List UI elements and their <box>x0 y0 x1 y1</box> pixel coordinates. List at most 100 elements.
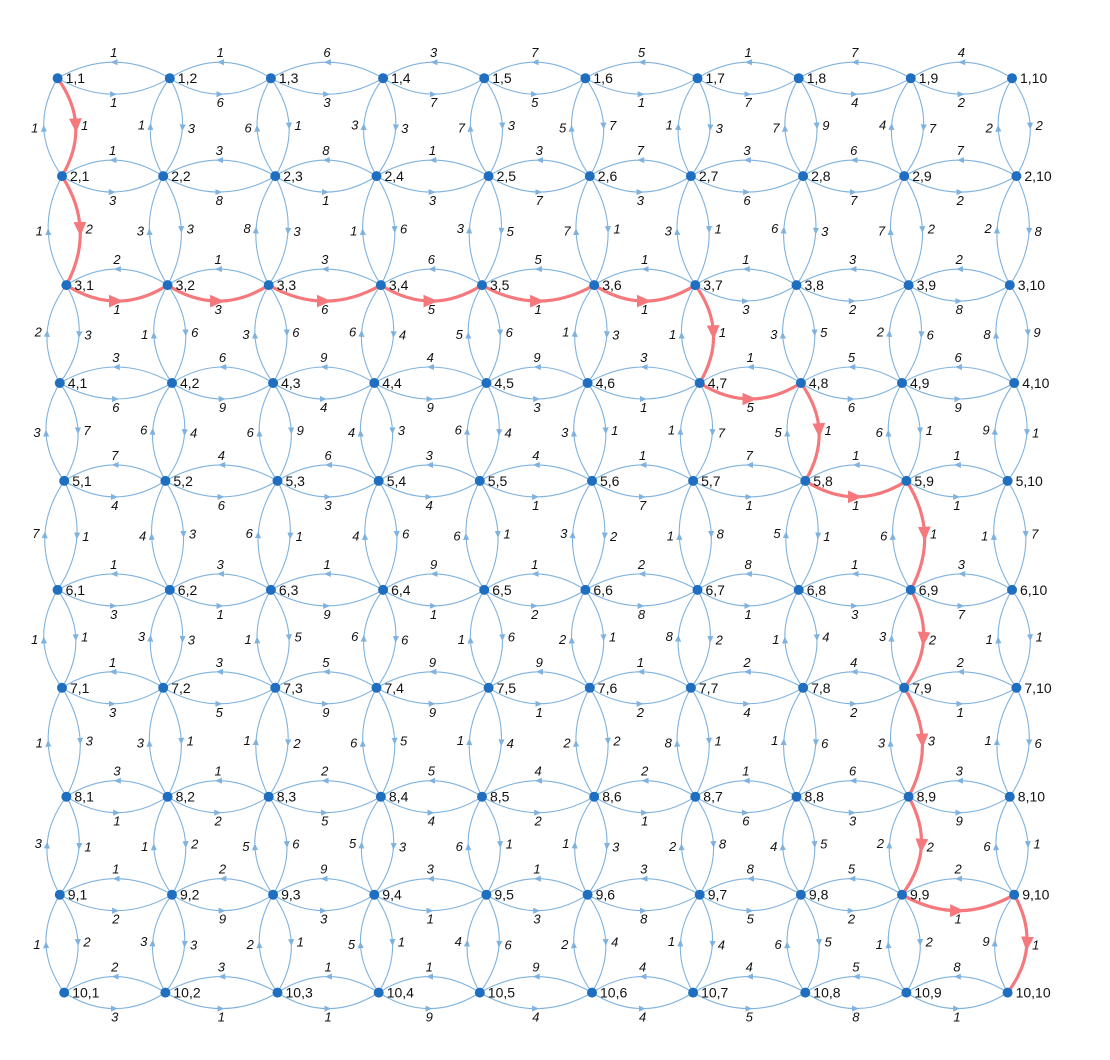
edge-h-lower-6-3-tail <box>326 589 384 607</box>
node-7-3 <box>270 682 281 693</box>
edge-h-lower-2-3-weight: 1 <box>322 193 329 208</box>
edge-h-lower-1-6 <box>585 77 645 98</box>
edge-v-right-2-10-tail <box>996 175 1017 230</box>
node-label-8-10: 8,10 <box>1018 789 1045 805</box>
edge-h-lower-3-7-weight: 3 <box>742 302 750 317</box>
edge-v-left-4-8-weight: 1 <box>824 423 831 438</box>
node-label-7-9: 7,9 <box>912 680 932 696</box>
edge-h-upper-7-8-weight: 4 <box>850 655 857 670</box>
edge-h-upper-8-3-weight: 2 <box>320 764 329 779</box>
edge-v-left-5-5 <box>479 480 501 538</box>
edge-v-right-5-8-tail <box>785 480 806 535</box>
edge-h-upper-9-2 <box>219 875 274 896</box>
edge-v-left-7-5-tail <box>481 743 502 798</box>
edge-v-left-6-4-weight: 6 <box>401 633 409 648</box>
edge-h-upper-3-7 <box>742 266 797 286</box>
edge-v-left-1-5-weight: 3 <box>508 118 516 133</box>
edge-v-left-4-5-weight: 4 <box>504 426 511 441</box>
edge-v-left-2-7 <box>690 175 713 234</box>
edge-v-left-5-2-weight: 3 <box>189 526 197 541</box>
node-label-6-3: 6,3 <box>279 582 299 598</box>
edge-v-left-5-6-weight: 2 <box>609 529 618 544</box>
edge-h-upper-3-4-weight: 6 <box>428 252 436 267</box>
edge-h-lower-4-9-weight: 9 <box>954 400 961 415</box>
node-label-6-4: 6,4 <box>391 582 411 598</box>
edge-v-right-4-10-weight: 9 <box>982 422 989 437</box>
edge-v-right-1-7-weight: 1 <box>666 118 673 133</box>
edge-v-right-2-6-weight: 7 <box>563 224 571 239</box>
edge-v-left-8-4-weight: 3 <box>399 839 407 854</box>
edge-h-lower-9-9-weight: 1 <box>954 912 961 927</box>
edge-h-lower-4-3-tail <box>323 382 375 400</box>
node-label-3-6: 3,6 <box>602 277 622 293</box>
edge-h-lower-7-8-weight: 2 <box>849 705 858 720</box>
edge-h-upper-4-4-tail <box>374 366 431 384</box>
edge-h-lower-8-5-weight: 2 <box>533 814 542 829</box>
edge-h-lower-9-1 <box>59 894 119 914</box>
edge-v-right-2-5-tail <box>468 175 490 230</box>
node-label-8-3: 8,3 <box>277 789 297 805</box>
edge-v-left-1-3-weight: 1 <box>294 118 301 133</box>
edge-v-right-7-5-weight: 1 <box>457 733 464 748</box>
node-4-7 <box>694 378 705 388</box>
edge-h-lower-6-2-tail <box>220 589 272 607</box>
edge-v-left-3-5-weight: 6 <box>506 325 514 340</box>
edge-v-left-9-8-weight: 5 <box>824 935 832 950</box>
edge-v-right-7-6-weight: 2 <box>562 735 571 750</box>
edge-h-upper-3-5 <box>535 266 595 286</box>
edge-v-right-9-2 <box>149 939 166 993</box>
edge-h-upper-2-9 <box>957 157 1017 177</box>
edge-v-right-2-5-weight: 3 <box>457 221 465 236</box>
edge-h-lower-4-7-weight: 5 <box>747 400 755 415</box>
edge-h-upper-4-7-weight: 1 <box>747 350 754 365</box>
edge-v-right-8-5-weight: 6 <box>456 839 464 854</box>
edge-h-lower-1-2-weight: 6 <box>217 95 225 110</box>
node-3-8 <box>791 280 802 291</box>
edge-h-lower-9-7-weight: 5 <box>747 912 755 927</box>
edge-v-right-2-9 <box>887 228 910 286</box>
edge-v-right-9-1-tail <box>45 894 61 945</box>
edge-h-upper-2-5-weight: 3 <box>536 143 544 158</box>
edge-v-right-6-2-tail <box>149 589 171 638</box>
edge-h-upper-2-2 <box>216 157 276 177</box>
edge-v-left-7-4 <box>376 687 398 745</box>
edge-v-right-4-9-weight: 6 <box>876 425 884 440</box>
edge-v-right-5-7-weight: 1 <box>667 528 674 543</box>
edge-h-upper-2-5 <box>536 157 591 177</box>
edge-v-right-8-8 <box>779 843 802 896</box>
edge-h-upper-7-4-tail <box>376 671 433 689</box>
node-9-4 <box>369 889 380 900</box>
node-8-3 <box>263 791 274 802</box>
edge-v-right-5-8-weight: 5 <box>773 526 781 541</box>
path-segment-3-tail <box>116 283 169 303</box>
node-4-6 <box>582 378 593 388</box>
edge-h-lower-5-2-weight: 6 <box>218 498 226 513</box>
edge-h-lower-4-8-weight: 6 <box>848 400 856 415</box>
edge-h-lower-4-6-tail <box>643 382 700 400</box>
edge-v-right-7-4-weight: 6 <box>350 735 358 750</box>
edge-v-right-7-1-weight: 1 <box>36 735 43 750</box>
edge-h-lower-9-3-weight: 3 <box>320 912 328 927</box>
edge-h-lower-2-9 <box>903 175 964 196</box>
edge-v-right-2-3-weight: 8 <box>243 221 251 236</box>
edge-v-right-2-7-tail <box>676 175 692 232</box>
edge-v-right-8-4-tail <box>361 796 382 845</box>
edge-h-upper-10-5 <box>532 973 593 994</box>
edge-h-upper-1-7 <box>745 59 799 79</box>
edge-h-lower-2-4 <box>376 175 436 196</box>
edge-v-left-1-2-weight: 3 <box>188 121 196 136</box>
edge-v-right-7-7-weight: 8 <box>665 735 673 750</box>
edge-h-upper-8-7-weight: 1 <box>742 764 749 779</box>
node-label-7-5: 7,5 <box>497 680 517 696</box>
node-label-9-10: 9,10 <box>1022 887 1049 903</box>
node-7-7 <box>685 682 696 693</box>
edge-h-lower-7-4-tail <box>432 687 489 705</box>
node-label-7-10: 7,10 <box>1024 680 1051 696</box>
edge-h-upper-2-2-weight: 3 <box>216 143 224 158</box>
edge-h-lower-1-2-tail <box>220 77 272 95</box>
node-label-10-4: 10,4 <box>387 985 414 1001</box>
edge-v-left-3-7-weight: 1 <box>719 325 726 340</box>
edge-v-right-3-1-tail <box>46 284 67 334</box>
edge-v-left-5-2-tail <box>169 534 185 591</box>
edge-h-lower-7-2-tail <box>219 687 276 705</box>
